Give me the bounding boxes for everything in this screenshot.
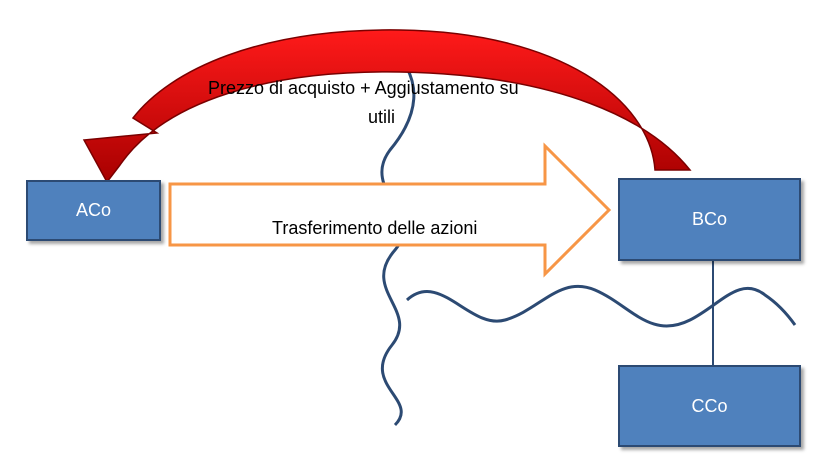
entity-cco-label: CCo — [691, 395, 728, 416]
transfer-arrow — [168, 142, 612, 278]
horizontal-border-wave — [405, 284, 797, 328]
payment-arrow — [82, 29, 692, 184]
entity-aco-box: ACo — [26, 180, 161, 241]
payment-label-line1: Prezzo di acquisto + Aggiustamento su — [208, 78, 519, 98]
entity-aco-label: ACo — [75, 200, 111, 220]
entity-cco-box: CCo — [618, 365, 801, 447]
transfer-label: Trasferimento delle azioni — [272, 218, 478, 238]
entity-bco-box: BCo — [618, 178, 801, 261]
payment-label-line2: utili — [368, 107, 396, 127]
vertical-border-wave — [380, 40, 416, 427]
entity-bco-label: BCo — [691, 209, 727, 229]
